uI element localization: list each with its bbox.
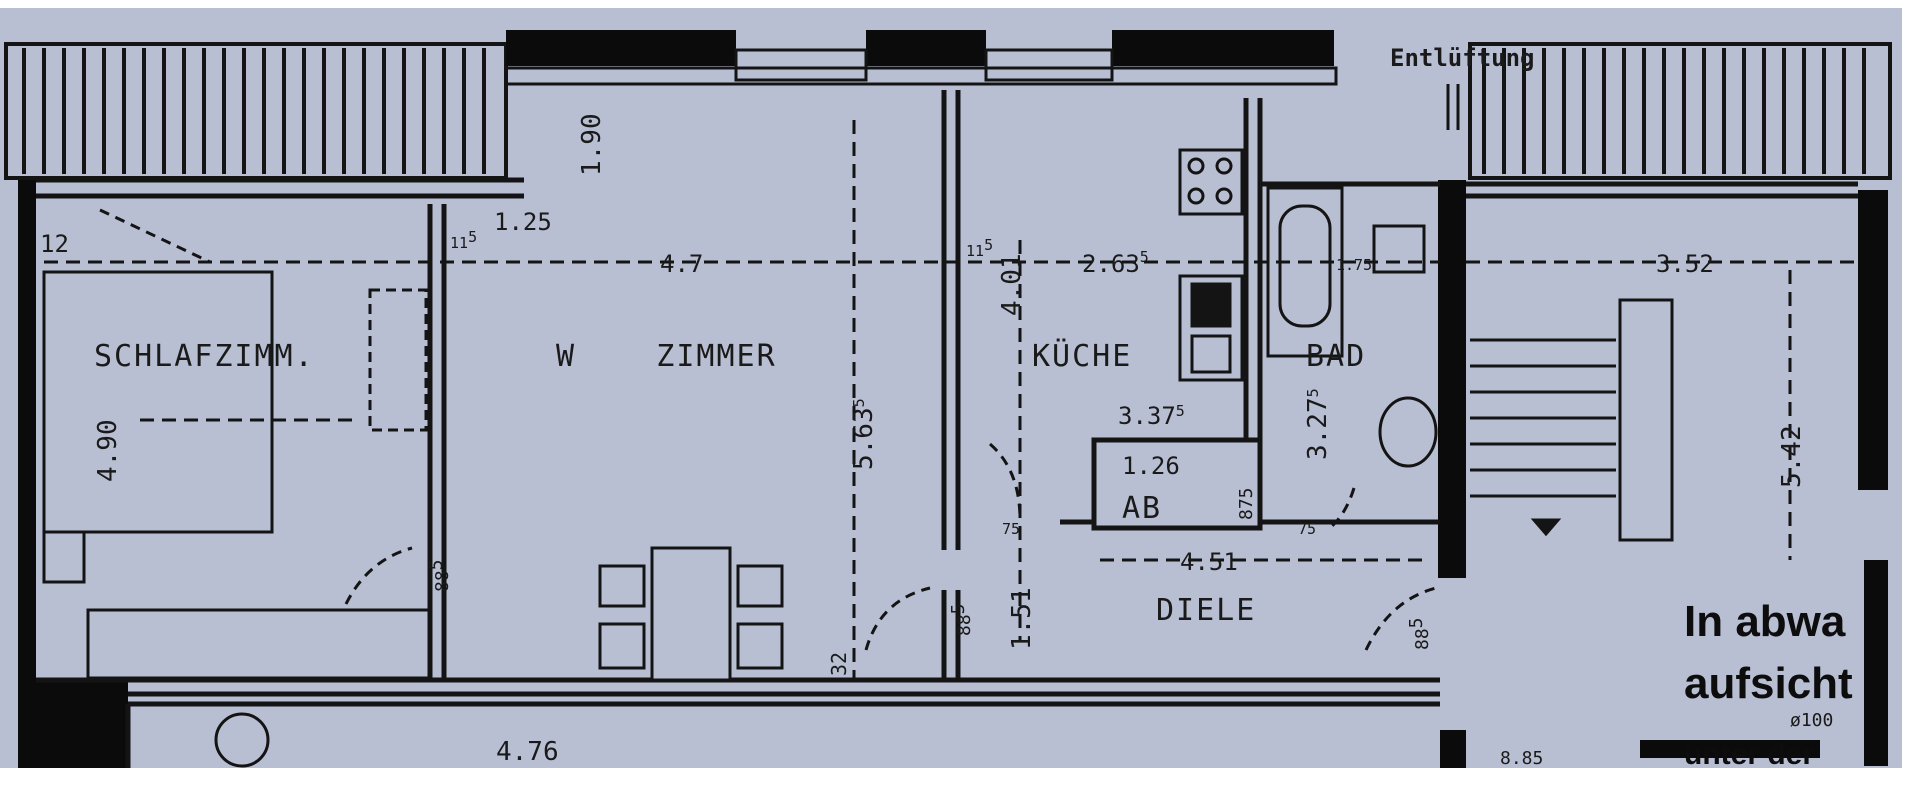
dim-5-63: 5.635: [849, 398, 879, 470]
stove: [1178, 148, 1244, 216]
note-line-5: 8.85: [1500, 748, 1543, 769]
toilet-and-basin: [1372, 224, 1438, 468]
bathtub: [1266, 186, 1344, 358]
dim-3-37: 3.375: [1118, 402, 1185, 430]
dim-2-63: 2.635: [1082, 248, 1149, 278]
dining-table: [598, 546, 784, 682]
ventilation-label: Entlüftung: [1390, 44, 1535, 72]
note-line-3: ø100: [1790, 710, 1833, 731]
basin-corridor: [214, 712, 270, 768]
dim-88-5c: 885: [1406, 617, 1433, 650]
balcony-left: [4, 42, 508, 180]
dim-12: 12: [40, 230, 69, 258]
room-label-schlafzimmer: SCHLAFZIMM.: [94, 339, 315, 374]
bed: [42, 270, 274, 584]
dim-1-75: 1.75: [1336, 256, 1372, 274]
dim-1-90: 1.90: [577, 113, 607, 176]
wardrobe: [368, 288, 428, 432]
scan-margin-top: [0, 0, 1910, 8]
dim-88-5a: 885: [426, 559, 453, 592]
room-label-abstellraum: AB: [1122, 491, 1162, 526]
exterior-wall-top: [506, 30, 1334, 66]
dim-88-5b: 885: [948, 603, 975, 636]
dim-75b: 75: [1298, 520, 1316, 538]
staircase: [1470, 298, 1674, 542]
kitchen-sink: [1178, 274, 1244, 382]
dim-11-5b: 115: [966, 236, 993, 260]
dim-3-27: 3.275: [1303, 388, 1333, 460]
dim-4-01: 4.01: [997, 253, 1027, 316]
dim-5-42: 5.42: [1777, 425, 1807, 488]
dim-4-51: 4.51: [1180, 548, 1238, 576]
door-swings: [99, 208, 1437, 651]
dim-1-25: 1.25: [494, 208, 552, 236]
room-label-wohnzimmer: W ZIMMER: [556, 339, 777, 374]
balcony-right: [1468, 42, 1892, 180]
room-label-bad: BAD: [1306, 339, 1366, 374]
dim-1-51: 1.51: [1007, 587, 1037, 650]
scan-margin-right: [1902, 0, 1910, 794]
dim-32: 32: [827, 652, 851, 676]
dim-4-90: 4.90: [93, 419, 123, 482]
note-line-4: unter der: [1684, 738, 1814, 771]
note-line-2: aufsicht: [1684, 659, 1853, 708]
window-openings-top: [504, 48, 1338, 86]
note-line-1: In abwa: [1684, 597, 1846, 646]
room-label-kueche: KÜCHE: [1032, 338, 1132, 374]
room-label-diele: DIELE: [1156, 593, 1256, 628]
dim-75a: 75: [1002, 520, 1020, 538]
dim-4-7: 4.7: [660, 250, 703, 278]
scan-margin-bottom: [0, 768, 1910, 794]
abstellraum-area: 1.26: [1122, 452, 1180, 480]
dimension-lines: [44, 120, 1856, 680]
dim-4-76: 4.76: [496, 737, 559, 767]
walls: [18, 180, 1888, 770]
dim-875: 875: [1236, 487, 1257, 520]
partition-walls: [36, 90, 1858, 770]
vent-duct: [1446, 84, 1460, 130]
sideboard: [86, 608, 432, 680]
dim-11-5a: 115: [450, 228, 477, 252]
dim-3-52: 3.52: [1656, 250, 1714, 278]
